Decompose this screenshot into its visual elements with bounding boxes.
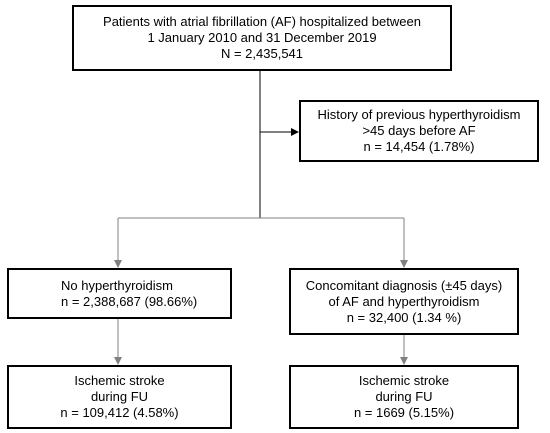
left-outcome-line-1: Ischemic stroke [74, 373, 165, 388]
exclusion-line-1: History of previous hyperthyroidism [317, 107, 521, 122]
concomitant-diagnosis-box: Concomitant diagnosis (±45 days) of AF a… [289, 268, 519, 335]
right-group-line-1: Concomitant diagnosis (±45 days) [305, 277, 503, 293]
left-group-line-2: n = 2,388,687 (98.66%) [61, 293, 198, 309]
exclusion-box: History of previous hyperthyroidism >45 … [299, 100, 539, 162]
left-outcome-arrowhead [114, 357, 122, 365]
left-group-line-1: No hyperthyroidism [61, 277, 173, 293]
left-group-arrowhead [114, 260, 122, 268]
right-outcome-line-3: n = 1669 (5.15%) [353, 405, 455, 420]
exclusion-line-2: >45 days before AF [362, 123, 476, 138]
left-ischemic-stroke-box: Ischemic stroke during FU n = 109,412 (4… [7, 365, 232, 429]
left-outcome-line-2: during FU [90, 389, 149, 404]
exclusion-line-3: n = 14,454 (1.78%) [363, 139, 475, 154]
source-line-3: N = 2,435,541 [220, 46, 304, 61]
right-outcome-line-2: during FU [375, 389, 433, 404]
source-line-1: Patients with atrial fibrillation (AF) h… [103, 14, 421, 29]
right-ischemic-stroke-box: Ischemic stroke during FU n = 1669 (5.15… [289, 365, 519, 429]
source-line-2: 1 January 2010 and 31 December 2019 [147, 30, 377, 45]
right-group-line-3: n = 32,400 (1.34 %) [346, 309, 462, 325]
right-group-arrowhead [400, 260, 408, 268]
right-outcome-arrowhead [400, 357, 408, 365]
source-population-box: Patients with atrial fibrillation (AF) h… [72, 5, 452, 71]
left-outcome-line-3: n = 109,412 (4.58%) [60, 405, 179, 420]
right-group-line-2: of AF and hyperthyroidism [328, 293, 480, 309]
exclusion-arrowhead [291, 128, 299, 136]
right-outcome-line-1: Ischemic stroke [358, 373, 450, 388]
no-hyperthyroidism-box: No hyperthyroidism n = 2,388,687 (98.66%… [7, 268, 232, 319]
